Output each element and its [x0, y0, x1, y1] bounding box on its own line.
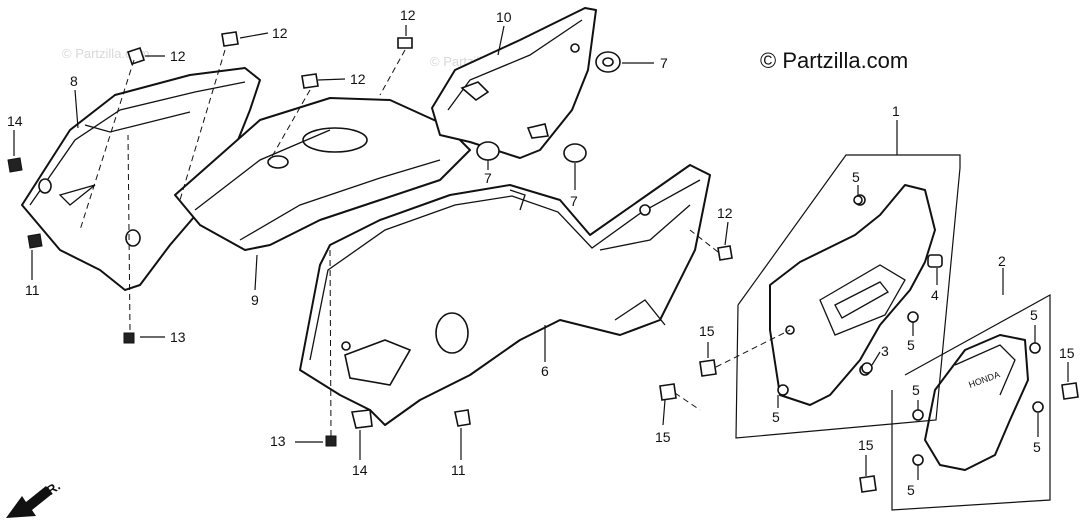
- callout-6: 6: [541, 363, 549, 379]
- part-case-cover: HONDA: [912, 334, 1044, 471]
- part-chain-cover: [769, 184, 943, 406]
- callout-12-a: 12: [170, 48, 186, 64]
- part-rear-fender-left: [21, 67, 261, 291]
- callout-7-c: 7: [570, 193, 578, 209]
- callout-15-b: 15: [655, 429, 671, 445]
- callouts: 12 12 12 12 10 7 7 7 7 8 14 11 9 13 12 1…: [7, 7, 1075, 498]
- callout-5-c: 5: [772, 409, 780, 425]
- callout-13-a: 13: [170, 329, 186, 345]
- callout-5-e: 5: [1030, 307, 1038, 323]
- front-direction-indicator: FR.: [6, 478, 63, 518]
- callout-15-c: 15: [1059, 345, 1075, 361]
- callout-11-a: 11: [25, 282, 40, 298]
- callout-5-f: 5: [1033, 439, 1041, 455]
- callout-12-e: 12: [717, 205, 733, 221]
- callout-3: 3: [881, 343, 889, 359]
- part-side-cover: [431, 7, 597, 159]
- callout-7-a: 7: [660, 55, 668, 71]
- callout-5-g: 5: [907, 482, 915, 498]
- callout-1: 1: [892, 103, 900, 119]
- callout-8: 8: [70, 73, 78, 89]
- callout-15-a: 15: [699, 323, 715, 339]
- callout-13-b: 13: [270, 433, 286, 449]
- callout-4: 4: [931, 287, 939, 303]
- part-center-fender: [174, 97, 471, 251]
- callout-9: 9: [251, 292, 259, 308]
- leader-lines: [13, 25, 1069, 480]
- callout-7-b: 7: [484, 170, 492, 186]
- callout-10: 10: [496, 9, 512, 25]
- copyright-text: © Partzilla.com: [760, 48, 908, 73]
- callout-12-b: 12: [272, 25, 288, 41]
- callout-5-d: 5: [912, 382, 920, 398]
- callout-5-b: 5: [907, 337, 915, 353]
- callout-12-c: 12: [350, 71, 366, 87]
- callout-14-a: 14: [7, 113, 23, 129]
- front-arrow-icon: [6, 486, 52, 518]
- callout-12-d: 12: [400, 7, 416, 23]
- callout-15-d: 15: [858, 437, 874, 453]
- callout-2: 2: [998, 253, 1006, 269]
- fasteners: [7, 31, 1079, 493]
- callout-5-a: 5: [852, 169, 860, 185]
- callout-14-b: 14: [352, 462, 368, 478]
- callout-11-b: 11: [451, 462, 466, 478]
- assembly-boxes: [735, 154, 1051, 511]
- watermark-1: © Partzilla.com: [62, 46, 150, 61]
- part-main-rear-fender: [299, 164, 711, 426]
